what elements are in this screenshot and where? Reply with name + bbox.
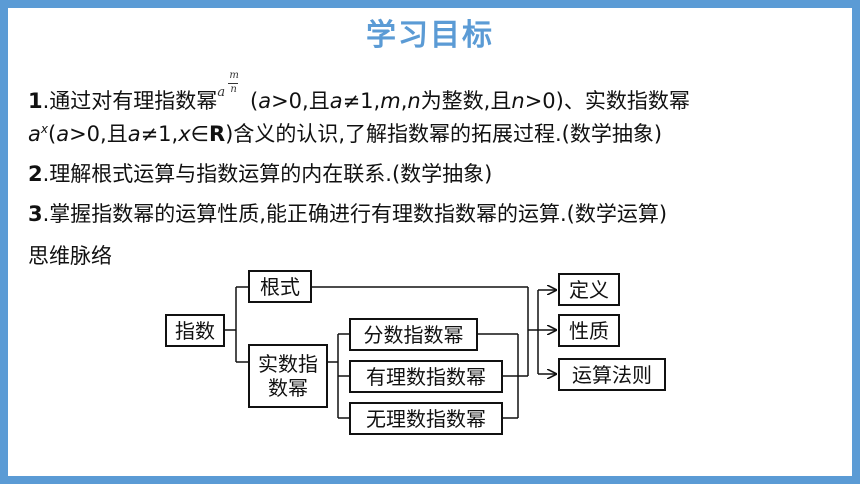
node-root: 指数 <box>165 314 225 347</box>
goal-1-text-b: ( <box>243 89 259 113</box>
var-x: x <box>178 122 191 146</box>
goal-1-text-h: ( <box>47 122 57 146</box>
node-definition: 定义 <box>558 273 620 306</box>
var-a: a <box>28 122 41 146</box>
node-real-power-line-1: 实数指 <box>258 352 318 376</box>
goal-1-number: 1 <box>28 89 43 113</box>
var-a: a <box>127 122 141 146</box>
node-rational-power: 有理数指数幂 <box>349 360 503 393</box>
var-n: n <box>511 89 525 113</box>
goal-3-number: 3 <box>28 202 43 226</box>
goal-3: 3.掌握指数幂的运算性质,能正确进行有理数指数幂的运算.(数学运算) <box>28 198 667 228</box>
goal-1-text-e: , <box>400 89 408 113</box>
var-a: a <box>329 89 343 113</box>
node-real-power: 实数指 数幂 <box>248 344 328 408</box>
mind-map-label: 思维脉络 <box>28 244 112 268</box>
node-fractional-power: 分数指数幂 <box>349 318 478 351</box>
fraction-bar <box>228 83 239 84</box>
goal-1-text-g: >0)、实数指数幂 <box>524 89 690 113</box>
var-a: a <box>56 122 70 146</box>
node-radical: 根式 <box>248 270 312 303</box>
node-real-power-line-2: 数幂 <box>268 376 308 400</box>
goal-1-text-d: ≠1, <box>342 89 381 113</box>
var-n: n <box>407 89 421 113</box>
node-property: 性质 <box>558 314 620 347</box>
real-numbers-symbol: R <box>208 122 226 146</box>
goal-2-text: .理解根式运算与指数运算的内在联系.(数学抽象) <box>42 162 493 186</box>
formula-base: a <box>217 85 226 100</box>
element-of-symbol: ∈ <box>190 122 209 146</box>
formula-numerator: m <box>229 70 239 81</box>
goal-1-text-c: >0,且 <box>271 89 330 113</box>
goal-1-text-i: >0,且 <box>69 122 128 146</box>
content-panel <box>8 8 852 476</box>
page-title: 学习目标 <box>366 18 494 53</box>
node-irrational-power: 无理数指数幂 <box>349 402 503 435</box>
goal-2: 2.理解根式运算与指数运算的内在联系.(数学抽象) <box>28 158 492 188</box>
goal-2-number: 2 <box>28 162 43 186</box>
node-operation-rules: 运算法则 <box>558 358 666 391</box>
goal-1-text-f: 为整数,且 <box>420 89 512 113</box>
goal-3-text: .掌握指数幂的运算性质,能正确进行有理数指数幂的运算.(数学运算) <box>42 202 668 226</box>
exponent-x: x <box>40 122 48 136</box>
var-m: m <box>380 89 401 113</box>
goal-1-text-j: ≠1, <box>140 122 179 146</box>
goal-1-text-a: .通过对有理指数幂 <box>42 89 218 113</box>
var-a: a <box>258 89 272 113</box>
goal-1-line-2: ax(a>0,且a≠1,x∈R)含义的认识,了解指数幂的拓展过程.(数学抽象) <box>28 118 662 148</box>
goal-1-text-k: )含义的认识,了解指数幂的拓展过程.(数学抽象) <box>225 122 663 146</box>
formula-denominator: n <box>230 84 237 95</box>
